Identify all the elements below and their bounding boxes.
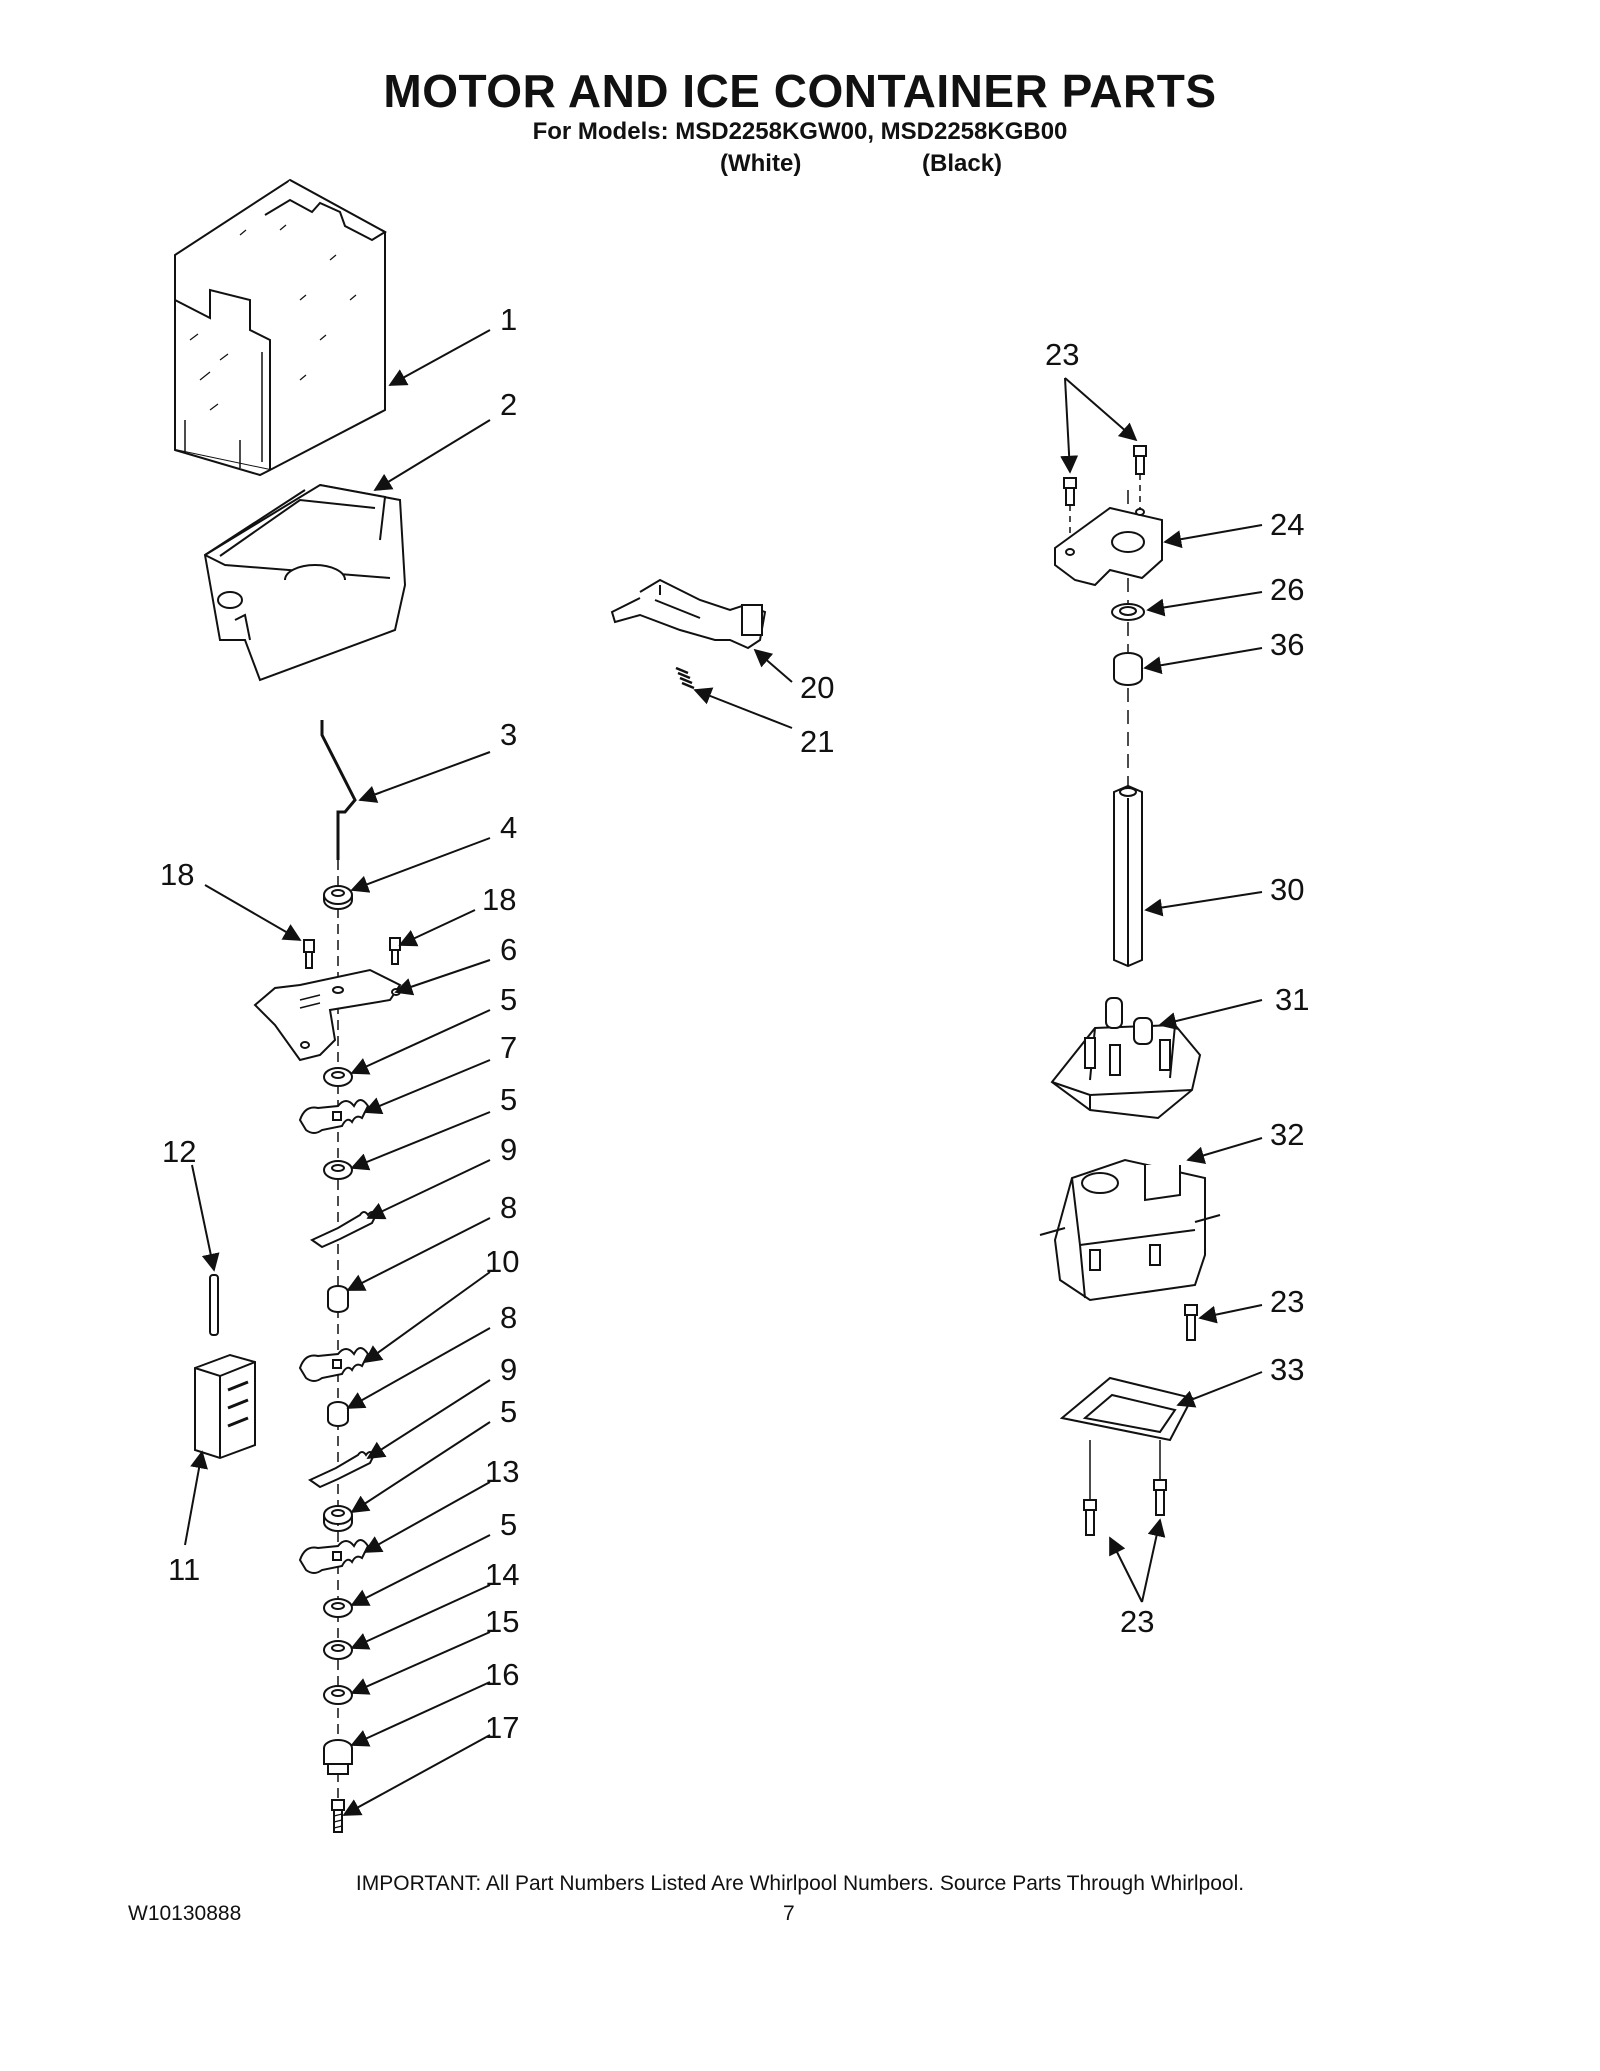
callout-5-b: 5 (500, 1082, 517, 1117)
part-14-washer (323, 1640, 353, 1660)
callout-18-left: 18 (160, 857, 194, 892)
variant-white: (White) (720, 150, 802, 177)
part-15-washer (323, 1685, 353, 1705)
callout-12: 12 (162, 1134, 196, 1169)
callout-5-d: 5 (500, 1507, 517, 1542)
part-5-washer-4 (323, 1598, 353, 1618)
page-number: 7 (783, 1902, 795, 1925)
part-8-bushing-2 (327, 1401, 349, 1427)
part-9-plate-2 (308, 1451, 376, 1489)
part-18-screw-right (389, 937, 401, 965)
important-note: IMPORTANT: All Part Numbers Listed Are W… (355, 1872, 1245, 1895)
callout-6: 6 (500, 932, 517, 967)
part-3-wire (320, 720, 357, 860)
part-23-screw-bottom-right (1153, 1479, 1167, 1516)
callout-20: 20 (800, 670, 834, 705)
part-33-gasket (1059, 1376, 1194, 1442)
part-7-lever (298, 1099, 370, 1134)
callout-26: 26 (1270, 572, 1304, 607)
part-16-hub (323, 1739, 353, 1775)
part-31-motor-cover (1050, 997, 1202, 1120)
callout-13: 13 (485, 1454, 519, 1489)
document-number: W10130888 (128, 1902, 242, 1925)
part-23-screw-top-left (1063, 477, 1077, 506)
part-11-block (194, 1353, 256, 1460)
page-title: MOTOR AND ICE CONTAINER PARTS (383, 65, 1217, 117)
part-17-screw (331, 1799, 345, 1833)
part-5-washer-3 (323, 1505, 353, 1532)
callout-8-a: 8 (500, 1190, 517, 1225)
part-30-drive-shaft (1113, 784, 1143, 968)
part-24-mounting-plate (1054, 506, 1163, 587)
part-23-screw-top-right (1133, 445, 1147, 475)
part-8-bushing-1 (327, 1285, 349, 1313)
callout-9-a: 9 (500, 1132, 517, 1167)
part-18-screw-left (303, 939, 315, 969)
part-6-bracket-plate (253, 968, 402, 1062)
part-36-bushing (1113, 652, 1143, 686)
callout-labels: 1 2 3 4 18 18 6 5 7 5 9 8 10 8 9 5 13 5 … (160, 302, 1309, 1745)
callout-17: 17 (485, 1710, 519, 1745)
callout-5-a: 5 (500, 982, 517, 1017)
callout-23-bottom: 23 (1120, 1604, 1154, 1639)
callout-5-c: 5 (500, 1394, 517, 1429)
callout-21: 21 (800, 724, 834, 759)
callout-33: 33 (1270, 1352, 1304, 1387)
callout-14: 14 (485, 1557, 519, 1592)
callout-31: 31 (1275, 982, 1309, 1017)
callout-3: 3 (500, 717, 517, 752)
part-12-pin (209, 1274, 219, 1336)
callout-16: 16 (485, 1657, 519, 1692)
callout-36: 36 (1270, 627, 1304, 662)
callout-24: 24 (1270, 507, 1304, 542)
part-1-ice-container (174, 178, 387, 477)
callout-9-b: 9 (500, 1352, 517, 1387)
part-5-washer-1 (323, 1067, 353, 1087)
callout-30: 30 (1270, 872, 1304, 907)
part-2-container-base (203, 483, 407, 682)
part-21-spring (675, 666, 695, 690)
part-32-motor-assembly (1039, 1158, 1221, 1302)
part-9-plate-1 (310, 1211, 378, 1249)
callout-23-mid: 23 (1270, 1284, 1304, 1319)
callout-7: 7 (500, 1030, 517, 1065)
part-23-screw-bottom-left (1083, 1499, 1097, 1536)
callout-4: 4 (500, 810, 517, 845)
callout-10: 10 (485, 1244, 519, 1279)
leader-lines (184, 329, 1263, 1816)
models-line: For Models: MSD2258KGW00, MSD2258KGB00 (532, 118, 1068, 145)
left-stack-parts (253, 885, 402, 1833)
callout-15: 15 (485, 1604, 519, 1639)
callout-8-b: 8 (500, 1300, 517, 1335)
part-26-washer (1111, 603, 1145, 621)
part-13-lever (298, 1539, 370, 1574)
callout-11: 11 (168, 1552, 200, 1587)
variant-black: (Black) (922, 150, 1003, 177)
part-4-washer (323, 885, 353, 910)
callout-23-top: 23 (1045, 337, 1079, 372)
part-5-washer-2 (323, 1160, 353, 1180)
part-23-screw-mid (1184, 1304, 1198, 1341)
callout-18-right: 18 (482, 882, 516, 917)
part-10-lever (298, 1347, 370, 1382)
callout-32: 32 (1270, 1117, 1304, 1152)
callout-1: 1 (500, 302, 517, 337)
part-20-actuator (610, 578, 767, 650)
callout-2: 2 (500, 387, 517, 422)
